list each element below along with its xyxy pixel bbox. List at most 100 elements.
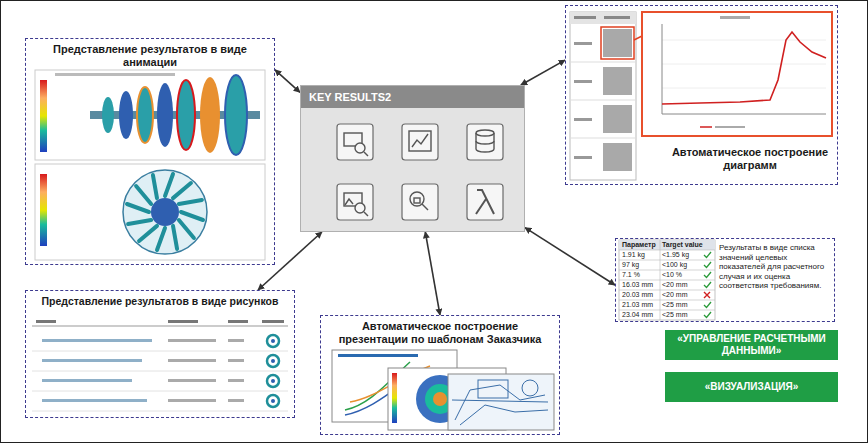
illustration-part	[228, 320, 248, 323]
illustration-part	[574, 156, 592, 159]
illustration-part	[42, 339, 152, 402]
illustration-part	[271, 399, 275, 403]
illustration-part	[32, 351, 288, 352]
illustration-part	[476, 141, 494, 144]
illustration-part	[570, 12, 636, 180]
table-cell: 7.1 %	[622, 270, 640, 280]
illustration-part	[619, 310, 715, 311]
animation-pictures	[35, 70, 265, 260]
green-button: «ВИЗУАЛИЗАЦИЯ»	[665, 372, 838, 402]
illustration-part	[704, 272, 711, 278]
illustration-part	[40, 80, 47, 152]
feature-box: Представление результатов в виде анимаци…	[25, 38, 275, 265]
results-panel-body	[300, 85, 525, 232]
illustration-part	[300, 85, 525, 232]
table-cell: <20 mm	[662, 290, 687, 300]
illustration-part	[177, 80, 195, 150]
illustration-part	[36, 320, 56, 323]
box-title: Представление результатов в виде анимаци…	[32, 43, 268, 69]
illustration-part	[271, 379, 275, 383]
illustration-part	[601, 27, 634, 59]
illustration-part	[704, 312, 711, 318]
illustration-part	[570, 12, 636, 24]
illustration-part	[570, 100, 636, 101]
button-label: «УПРАВЛЕНИЕ РАСЧЕТНЫМИ ДАННЫМИ»	[671, 333, 832, 357]
illustration-part	[267, 355, 279, 367]
illustration-part	[128, 213, 151, 231]
illustration-part	[662, 24, 663, 114]
illustration-part	[267, 335, 279, 347]
connector-arrow	[275, 70, 300, 93]
feature-box: Автоматическое построение диаграмм	[565, 5, 838, 185]
illustration-part	[181, 212, 203, 220]
values-table-grid	[619, 240, 715, 320]
table-cell: Target value	[662, 240, 703, 250]
illustration-part	[364, 212, 368, 216]
illustration-part	[168, 359, 216, 362]
illustration-part	[32, 391, 288, 392]
illustration-part	[642, 12, 832, 136]
green-button: «УПРАВЛЕНИЕ РАСЧЕТНЫМИ ДАННЫМИ»	[665, 330, 838, 360]
illustration-part	[619, 270, 715, 271]
illustration-part	[151, 198, 179, 226]
table-cell: <25 mm	[662, 310, 687, 320]
illustration-part	[338, 354, 418, 357]
illustration-part	[32, 411, 288, 412]
illustration-part	[452, 380, 548, 425]
illustration-part	[157, 83, 173, 147]
illustration-part	[165, 174, 173, 196]
illustration-part	[102, 97, 114, 133]
illustration-part	[619, 260, 715, 261]
illustration-part	[574, 80, 592, 83]
illustration-part	[337, 184, 373, 220]
illustration-part	[704, 292, 710, 298]
illustration-part	[662, 114, 826, 115]
feature-box: Результаты в виде списка значений целевы…	[615, 238, 835, 322]
illustration-part	[40, 174, 47, 246]
table-cell: 21.03 mm	[622, 300, 653, 310]
illustration-part	[704, 282, 711, 288]
button-label: «ВИЗУАЛИЗАЦИЯ»	[705, 381, 799, 393]
illustration-part	[452, 400, 548, 402]
illustration-part	[364, 152, 368, 156]
illustration-part	[570, 138, 636, 139]
illustration-part	[619, 300, 715, 301]
table-cell: 16.03 mm	[622, 280, 653, 290]
illustration-part	[478, 380, 508, 398]
box-title: Представление результатов в виде рисунко…	[32, 295, 288, 308]
illustration-part	[228, 379, 244, 382]
illustration-part	[574, 42, 592, 45]
illustration-part	[604, 16, 630, 19]
panel-header: KEY RESULTS2	[301, 86, 524, 108]
illustration-part	[168, 379, 216, 382]
connector-arrow	[258, 232, 322, 290]
illustration-part	[267, 395, 279, 407]
illustration-part	[603, 143, 632, 171]
illustration-part	[619, 280, 715, 281]
illustration-part	[32, 326, 288, 327]
illustration-part	[619, 250, 715, 251]
illustration-part	[476, 133, 494, 152]
illustration-part	[42, 359, 142, 362]
illustration-part	[662, 64, 826, 65]
illustration-part	[332, 350, 457, 422]
illustration-part	[410, 192, 424, 206]
illustration-part	[345, 199, 353, 205]
illustration-part	[42, 339, 152, 342]
illustration-part	[35, 164, 265, 260]
illustration-part	[35, 70, 265, 160]
illustration-part	[168, 339, 244, 402]
illustration-part	[409, 131, 431, 151]
illustration-part	[603, 29, 632, 57]
illustration-part	[146, 175, 164, 198]
illustration-part	[603, 105, 632, 133]
illustration-part	[157, 228, 165, 250]
illustration-part	[271, 359, 275, 363]
illustration-part	[225, 75, 247, 155]
illustration-part	[127, 174, 203, 250]
illustration-part	[271, 339, 275, 343]
illustration-part	[200, 77, 220, 153]
presentation-slides	[332, 350, 554, 430]
feature-box: Представление результатов в виде рисунко…	[25, 290, 295, 418]
illustration-part	[392, 373, 397, 423]
